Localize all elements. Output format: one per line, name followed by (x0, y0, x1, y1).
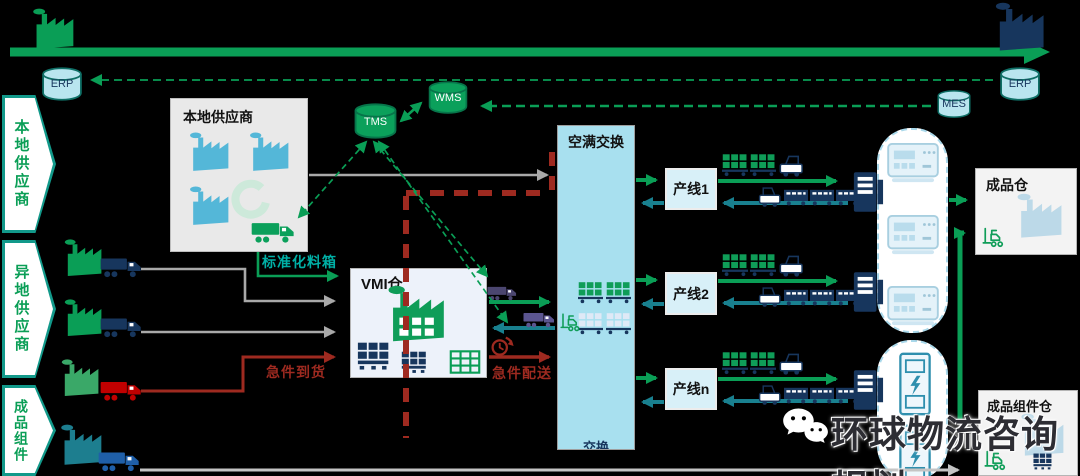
factory-icon (245, 129, 289, 175)
empty-full-exchange-box: 空满交换 交换 (557, 125, 635, 450)
truck-icon (487, 284, 517, 302)
standard-box-label: 标准化料箱 (262, 254, 337, 270)
empty-cart-icon (606, 312, 631, 335)
fg-warehouse-box: 成品仓 (975, 168, 1077, 255)
exchange-clipped-label: 交换 (582, 440, 610, 450)
mes-label: MES (942, 98, 966, 110)
smt-machine-icon (886, 285, 940, 327)
sidebar-label-text: 异地供应商 (12, 264, 30, 354)
erp-database-icon: ERP (40, 66, 84, 102)
rack-shelf-icon (449, 349, 481, 375)
erp-label: ERP (50, 78, 74, 90)
fg-component-warehouse-title: 成品组件仓 (987, 399, 1053, 414)
mes-database-icon: MES (931, 89, 977, 119)
factory-icon (60, 236, 102, 280)
tms-label: TMS (363, 116, 388, 128)
forklift-icon (560, 309, 584, 335)
factory-icon (28, 6, 74, 52)
production-line-1-box: 产线1 (665, 168, 717, 210)
remote-supplier1-arrow (141, 267, 336, 307)
production-line-label: 产线1 (673, 181, 709, 197)
production-line-label: 产线n (672, 381, 710, 397)
factory-icon (984, 2, 1050, 52)
warehouse-factory-icon (1006, 193, 1068, 239)
production-line-label: 产线2 (673, 285, 709, 302)
milk-run-loop-icon (227, 177, 271, 221)
urgent-delivery-label: 急件配送 (492, 365, 552, 381)
fg-component-warehouse-box: 成品组件仓 (978, 390, 1078, 476)
sidebar-label-local-supplier: 本地供应商 (2, 95, 56, 233)
factory-icon (56, 418, 102, 472)
truck-icon (100, 314, 142, 340)
warehouse-factory-icon (375, 285, 451, 343)
components-to-fg-arrow (954, 227, 966, 420)
tms-to-local-truck-dashed (297, 140, 368, 219)
erp-label: ERP (1008, 78, 1032, 90)
agv-train-icon (756, 184, 860, 208)
tms-to-outbound-truck-dashed (372, 140, 489, 278)
exchange-title: 空满交换 (568, 134, 624, 150)
watermark-text: 环球物流咨询规划 (831, 414, 1059, 476)
clock-rush-icon (490, 334, 514, 358)
agv-train-icon (756, 382, 860, 406)
erp-database-icon: ERP (997, 66, 1043, 102)
truck-icon (523, 310, 555, 329)
sidebar-label-remote-supplier: 异地供应商 (2, 240, 56, 378)
vmi-warehouse-box: VMI仓 (350, 268, 487, 378)
smt-machines-container (877, 128, 948, 333)
sidebar-label-text: 成品组件 (13, 398, 29, 463)
fg-warehouse-title: 成品仓 (986, 177, 1028, 193)
tugger-train-icon (722, 252, 806, 278)
test-machines-container (877, 340, 948, 476)
wms-database-icon: WMS (424, 80, 472, 115)
agv-train-icon (756, 284, 860, 308)
truck-icon (251, 219, 295, 245)
wms-label: WMS (434, 92, 462, 104)
factory-icon (57, 356, 99, 400)
truck-icon (98, 448, 140, 474)
local-supplier-title: 本地供应商 (183, 109, 253, 125)
factory-icon (185, 183, 229, 229)
truck-icon (100, 254, 142, 280)
urgent-arrival-label: 急件到货 (266, 364, 326, 380)
local-supplier-box: 本地供应商 (170, 98, 308, 252)
truck-icon (100, 378, 142, 403)
pallet-icon (357, 341, 391, 373)
tms-database-icon: TMS (352, 102, 399, 140)
forklift-icon (982, 223, 1008, 251)
sidebar-label-text: 本地供应商 (12, 119, 30, 209)
line-machine-icon (852, 270, 884, 314)
smt-machine-icon (886, 142, 940, 184)
factory-icon (185, 129, 229, 175)
wechat-icon (781, 406, 829, 448)
sidebar-label-fg-components: 成品组件 (2, 385, 56, 476)
line-machine-icon (852, 170, 884, 214)
tms-wms-arrow (399, 101, 423, 123)
production-line-n-box: 产线n (665, 368, 717, 410)
tugger-train-icon (722, 152, 806, 178)
full-cart-icon (578, 281, 603, 304)
pallet-icon (401, 351, 428, 375)
full-cart-icon (606, 281, 631, 304)
factory-icon (60, 296, 102, 340)
tugger-train-icon (722, 350, 806, 376)
smt-machine-icon (886, 214, 940, 256)
production-line-2-box: 产线2 (665, 272, 717, 315)
